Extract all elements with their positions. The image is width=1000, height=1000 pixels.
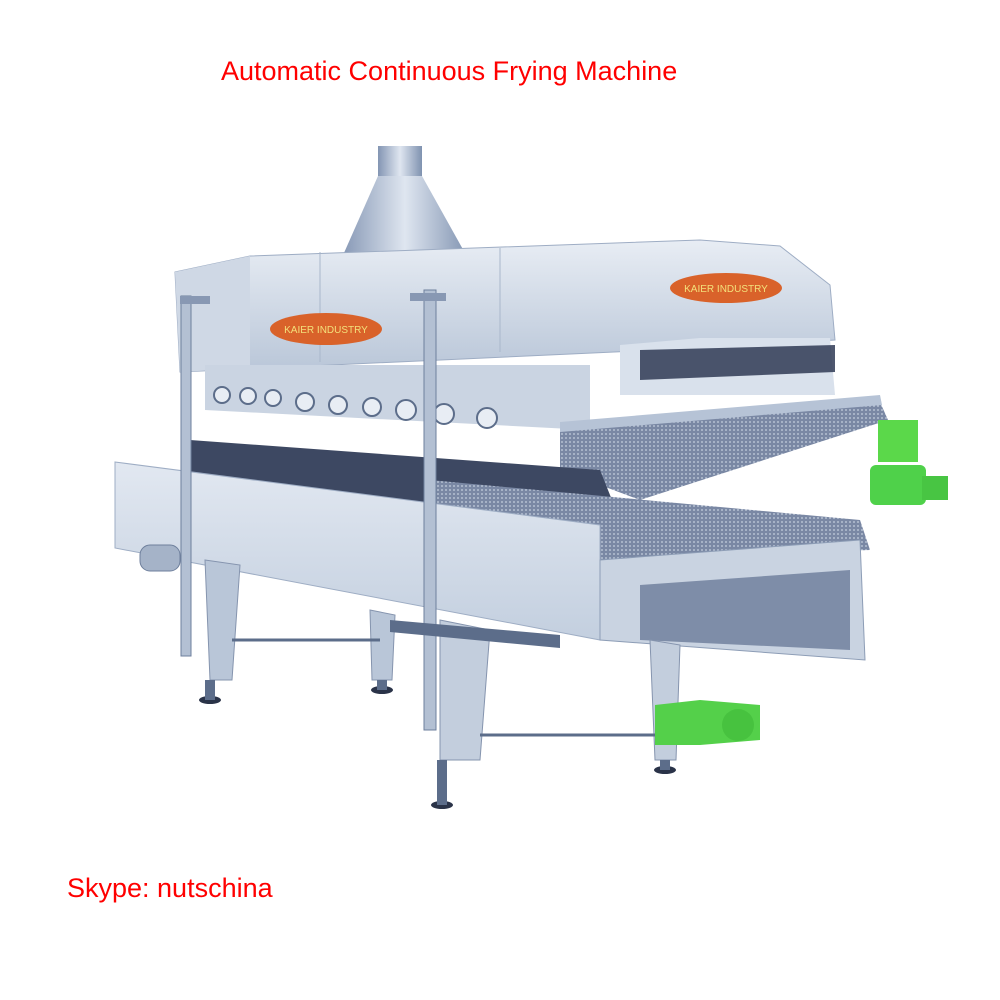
skype-contact: Skype: nutschina: [67, 873, 273, 903]
svg-text:KAIER INDUSTRY: KAIER INDUSTRY: [684, 284, 768, 295]
green-motor-lower: [655, 700, 760, 745]
drive-knob-row: [205, 365, 590, 430]
outfeed-conveyor: [560, 395, 888, 500]
page-title: Automatic Continuous Frying Machine: [221, 56, 678, 86]
kaier-logo-right: KAIER INDUSTRY: [670, 273, 782, 303]
lift-columns: [180, 289, 446, 731]
kaier-logo-left: KAIER INDUSTRY: [270, 313, 382, 345]
green-motor-upper: [870, 420, 948, 505]
svg-text:KAIER INDUSTRY: KAIER INDUSTRY: [284, 325, 368, 336]
frying-trough: [114, 440, 870, 661]
